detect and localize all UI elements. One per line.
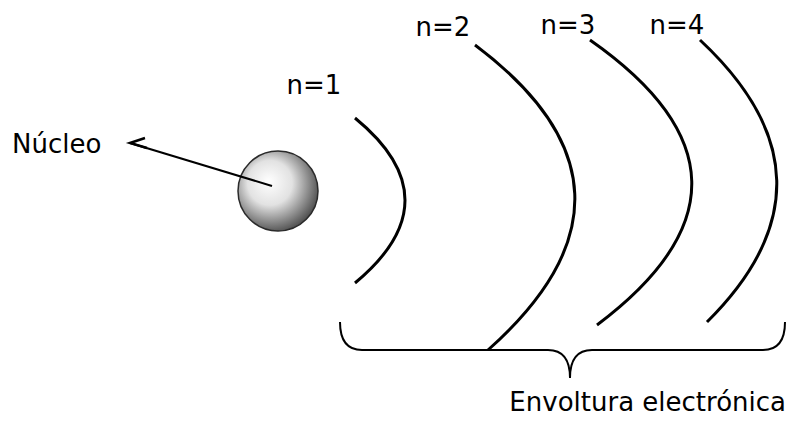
curly-brace — [340, 322, 785, 378]
nucleus-sphere — [238, 151, 318, 231]
shell-label: n=1 — [287, 71, 342, 101]
arrow-head — [130, 138, 147, 148]
leader-arrow — [130, 143, 272, 186]
shell-arc — [700, 40, 777, 322]
shell-arc — [590, 40, 692, 325]
shell-label: n=3 — [541, 11, 596, 41]
shell-arc — [475, 45, 575, 350]
shell-arc — [355, 118, 405, 283]
part-label: Núcleo — [12, 130, 101, 160]
shell-label: n=4 — [650, 11, 705, 41]
brace-label: Envoltura electrónica — [509, 388, 786, 418]
shell-label: n=2 — [416, 13, 471, 43]
